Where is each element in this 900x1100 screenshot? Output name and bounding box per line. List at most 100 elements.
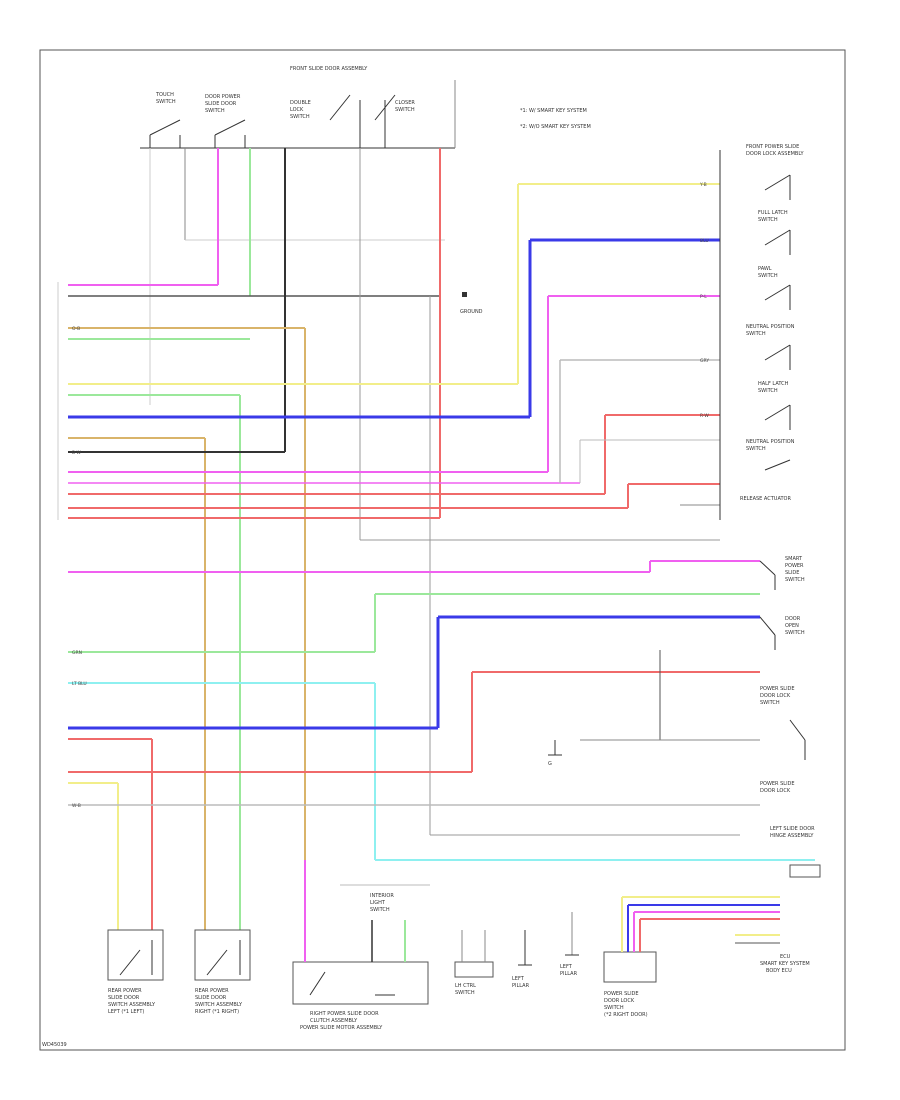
svg-text:INTERIOR: INTERIOR: [370, 893, 394, 899]
svg-text:SWITCH: SWITCH: [156, 99, 176, 105]
right-component-full-latch: FULL LATCH SWITCH: [758, 210, 791, 255]
wire-label: GRY: [700, 358, 709, 364]
svg-text:POWER SLIDE: POWER SLIDE: [604, 991, 639, 997]
bottom-component-lock-switch: POWER SLIDE DOOR LOCK SWITCH (*2 RIGHT D…: [603, 951, 657, 1018]
top-component-door-power-switch: DOOR POWER SLIDE DOOR SWITCH: [205, 94, 246, 148]
svg-text:REAR POWER: REAR POWER: [195, 988, 229, 994]
legend-line-2: *2: W/O SMART KEY SYSTEM: [520, 124, 591, 130]
svg-text:SWITCH: SWITCH: [785, 630, 805, 636]
svg-text:LEFT: LEFT: [560, 964, 573, 970]
svg-text:DOOR LOCK: DOOR LOCK: [760, 693, 791, 699]
svg-text:RIGHT POWER SLIDE DOOR: RIGHT POWER SLIDE DOOR: [310, 1011, 379, 1017]
right-component-lock-assembly: FRONT POWER SLIDE DOOR LOCK ASSEMBLY: [746, 144, 804, 200]
svg-text:DOOR POWER: DOOR POWER: [205, 94, 241, 100]
svg-text:SMART KEY SYSTEM: SMART KEY SYSTEM: [760, 961, 810, 967]
svg-text:DOOR LOCK: DOOR LOCK: [760, 788, 791, 794]
bottom-component-left-pillar-1: LEFT PILLAR: [512, 930, 532, 989]
svg-text:OPEN: OPEN: [785, 623, 799, 629]
bottom-component-ecu: ECU SMART KEY SYSTEM BODY ECU: [760, 954, 810, 974]
svg-text:SWITCH: SWITCH: [746, 331, 766, 337]
svg-text:LEFT SLIDE DOOR: LEFT SLIDE DOOR: [770, 826, 815, 832]
bottom-component-rear-switch-right: REAR POWER SLIDE DOOR SWITCH ASSEMBLY RI…: [194, 929, 251, 1015]
right-component-smart-switch: SMART POWER SLIDE SWITCH: [759, 556, 805, 590]
svg-text:SWITCH: SWITCH: [760, 700, 780, 706]
svg-text:TOUCH: TOUCH: [155, 92, 174, 98]
svg-text:RIGHT (*1 RIGHT): RIGHT (*1 RIGHT): [195, 1009, 239, 1015]
svg-text:POWER: POWER: [785, 563, 804, 569]
diagram-frame: [39, 49, 846, 1051]
right-component-release-actuator: RELEASE ACTUATOR: [740, 496, 791, 502]
bottom-component-clutch-assembly: RIGHT POWER SLIDE DOOR CLUTCH ASSEMBLY P…: [292, 860, 430, 1031]
svg-text:SWITCH: SWITCH: [604, 1005, 624, 1011]
right-component-lock-switch: POWER SLIDE DOOR LOCK SWITCH: [760, 686, 806, 760]
svg-text:CLUTCH ASSEMBLY: CLUTCH ASSEMBLY: [310, 1018, 358, 1024]
bottom-component-left-pillar-2: LEFT PILLAR: [560, 912, 579, 977]
svg-text:RELEASE ACTUATOR: RELEASE ACTUATOR: [740, 496, 791, 502]
svg-text:SLIDE: SLIDE: [785, 570, 799, 576]
wire-label: P-L: [700, 294, 707, 300]
svg-text:POWER SLIDE: POWER SLIDE: [760, 781, 795, 787]
svg-text:SLIDE DOOR: SLIDE DOOR: [195, 995, 227, 1001]
svg-text:DOOR: DOOR: [785, 616, 801, 622]
ground-symbol: GROUND: [460, 292, 483, 315]
svg-text:SWITCH: SWITCH: [395, 107, 415, 113]
svg-text:LIGHT: LIGHT: [370, 900, 386, 906]
right-component-neutral-2: NEUTRAL POSITION SWITCH: [746, 439, 795, 471]
right-component-neutral-1: NEUTRAL POSITION SWITCH: [746, 324, 795, 370]
right-component-pawl: PAWL SWITCH: [758, 266, 791, 310]
svg-text:LH CTRL: LH CTRL: [455, 983, 476, 989]
right-component-power-lock: POWER SLIDE DOOR LOCK: [760, 781, 795, 794]
legend-line-1: *1: W/ SMART KEY SYSTEM: [520, 108, 587, 114]
svg-text:SWITCH ASSEMBLY: SWITCH ASSEMBLY: [195, 1002, 243, 1008]
bottom-component-rear-switch-left: REAR POWER SLIDE DOOR SWITCH ASSEMBLY LE…: [107, 929, 164, 1015]
wire-label: W-B: [72, 803, 81, 809]
svg-text:PILLAR: PILLAR: [512, 983, 530, 989]
svg-text:SWITCH ASSEMBLY: SWITCH ASSEMBLY: [108, 1002, 156, 1008]
bottom-component-lh-ctrl: LH CTRL SWITCH: [454, 930, 494, 996]
svg-text:LEFT (*1 LEFT): LEFT (*1 LEFT): [108, 1009, 144, 1015]
right-component-half-latch: HALF LATCH SWITCH: [758, 381, 791, 430]
svg-text:SLIDE DOOR: SLIDE DOOR: [108, 995, 140, 1001]
svg-text:SLIDE DOOR: SLIDE DOOR: [205, 101, 237, 107]
svg-text:LOCK: LOCK: [290, 107, 304, 113]
svg-text:DOUBLE: DOUBLE: [290, 100, 311, 106]
footer-code: WD45039: [42, 1042, 67, 1048]
top-component-touch-switch: TOUCH SWITCH: [149, 92, 181, 148]
svg-text:CLOSER: CLOSER: [395, 100, 415, 106]
svg-text:SWITCH: SWITCH: [205, 108, 225, 114]
top-assembly-label: FRONT SLIDE DOOR ASSEMBLY: [290, 66, 368, 72]
svg-text:SWITCH: SWITCH: [746, 446, 766, 452]
svg-text:SWITCH: SWITCH: [785, 577, 805, 583]
svg-text:SWITCH: SWITCH: [455, 990, 475, 996]
svg-text:DOOR LOCK: DOOR LOCK: [604, 998, 635, 1004]
svg-text:SMART: SMART: [785, 556, 803, 562]
wire-label: GRN: [72, 650, 82, 656]
svg-text:PILLAR: PILLAR: [560, 971, 578, 977]
top-component-double-lock-switch: DOUBLE LOCK SWITCH: [290, 94, 361, 148]
wire-label: B-W: [72, 450, 82, 456]
right-component-hinge-assembly: LEFT SLIDE DOOR HINGE ASSEMBLY: [770, 826, 821, 878]
svg-text:POWER SLIDE: POWER SLIDE: [760, 686, 795, 692]
top-component-closer-switch: CLOSER SWITCH: [374, 94, 415, 148]
ground-pillar: G: [548, 740, 562, 767]
svg-text:BODY ECU: BODY ECU: [766, 968, 792, 974]
svg-text:SWITCH: SWITCH: [370, 907, 390, 913]
svg-text:ECU: ECU: [780, 954, 791, 960]
svg-text:HALF LATCH: HALF LATCH: [758, 381, 789, 387]
bottom-right-wire-bundle: [621, 896, 780, 952]
bottom-component-interior-light: INTERIOR LIGHT SWITCH: [370, 893, 394, 913]
svg-text:SWITCH: SWITCH: [758, 273, 778, 279]
svg-text:GROUND: GROUND: [460, 309, 483, 315]
svg-text:DOOR LOCK ASSEMBLY: DOOR LOCK ASSEMBLY: [746, 151, 804, 157]
wire-label: Y-B: [699, 182, 707, 188]
wire-label: LT BLU: [72, 681, 87, 687]
svg-text:SWITCH: SWITCH: [758, 217, 778, 223]
svg-text:G: G: [548, 761, 552, 767]
wire-label: O-B: [72, 326, 80, 332]
svg-text:NEUTRAL POSITION: NEUTRAL POSITION: [746, 439, 795, 445]
right-component-door-open: DOOR OPEN SWITCH: [759, 616, 805, 650]
svg-text:REAR POWER: REAR POWER: [108, 988, 142, 994]
svg-text:NEUTRAL POSITION: NEUTRAL POSITION: [746, 324, 795, 330]
svg-text:POWER SLIDE MOTOR ASSEMBLY: POWER SLIDE MOTOR ASSEMBLY: [300, 1025, 383, 1031]
